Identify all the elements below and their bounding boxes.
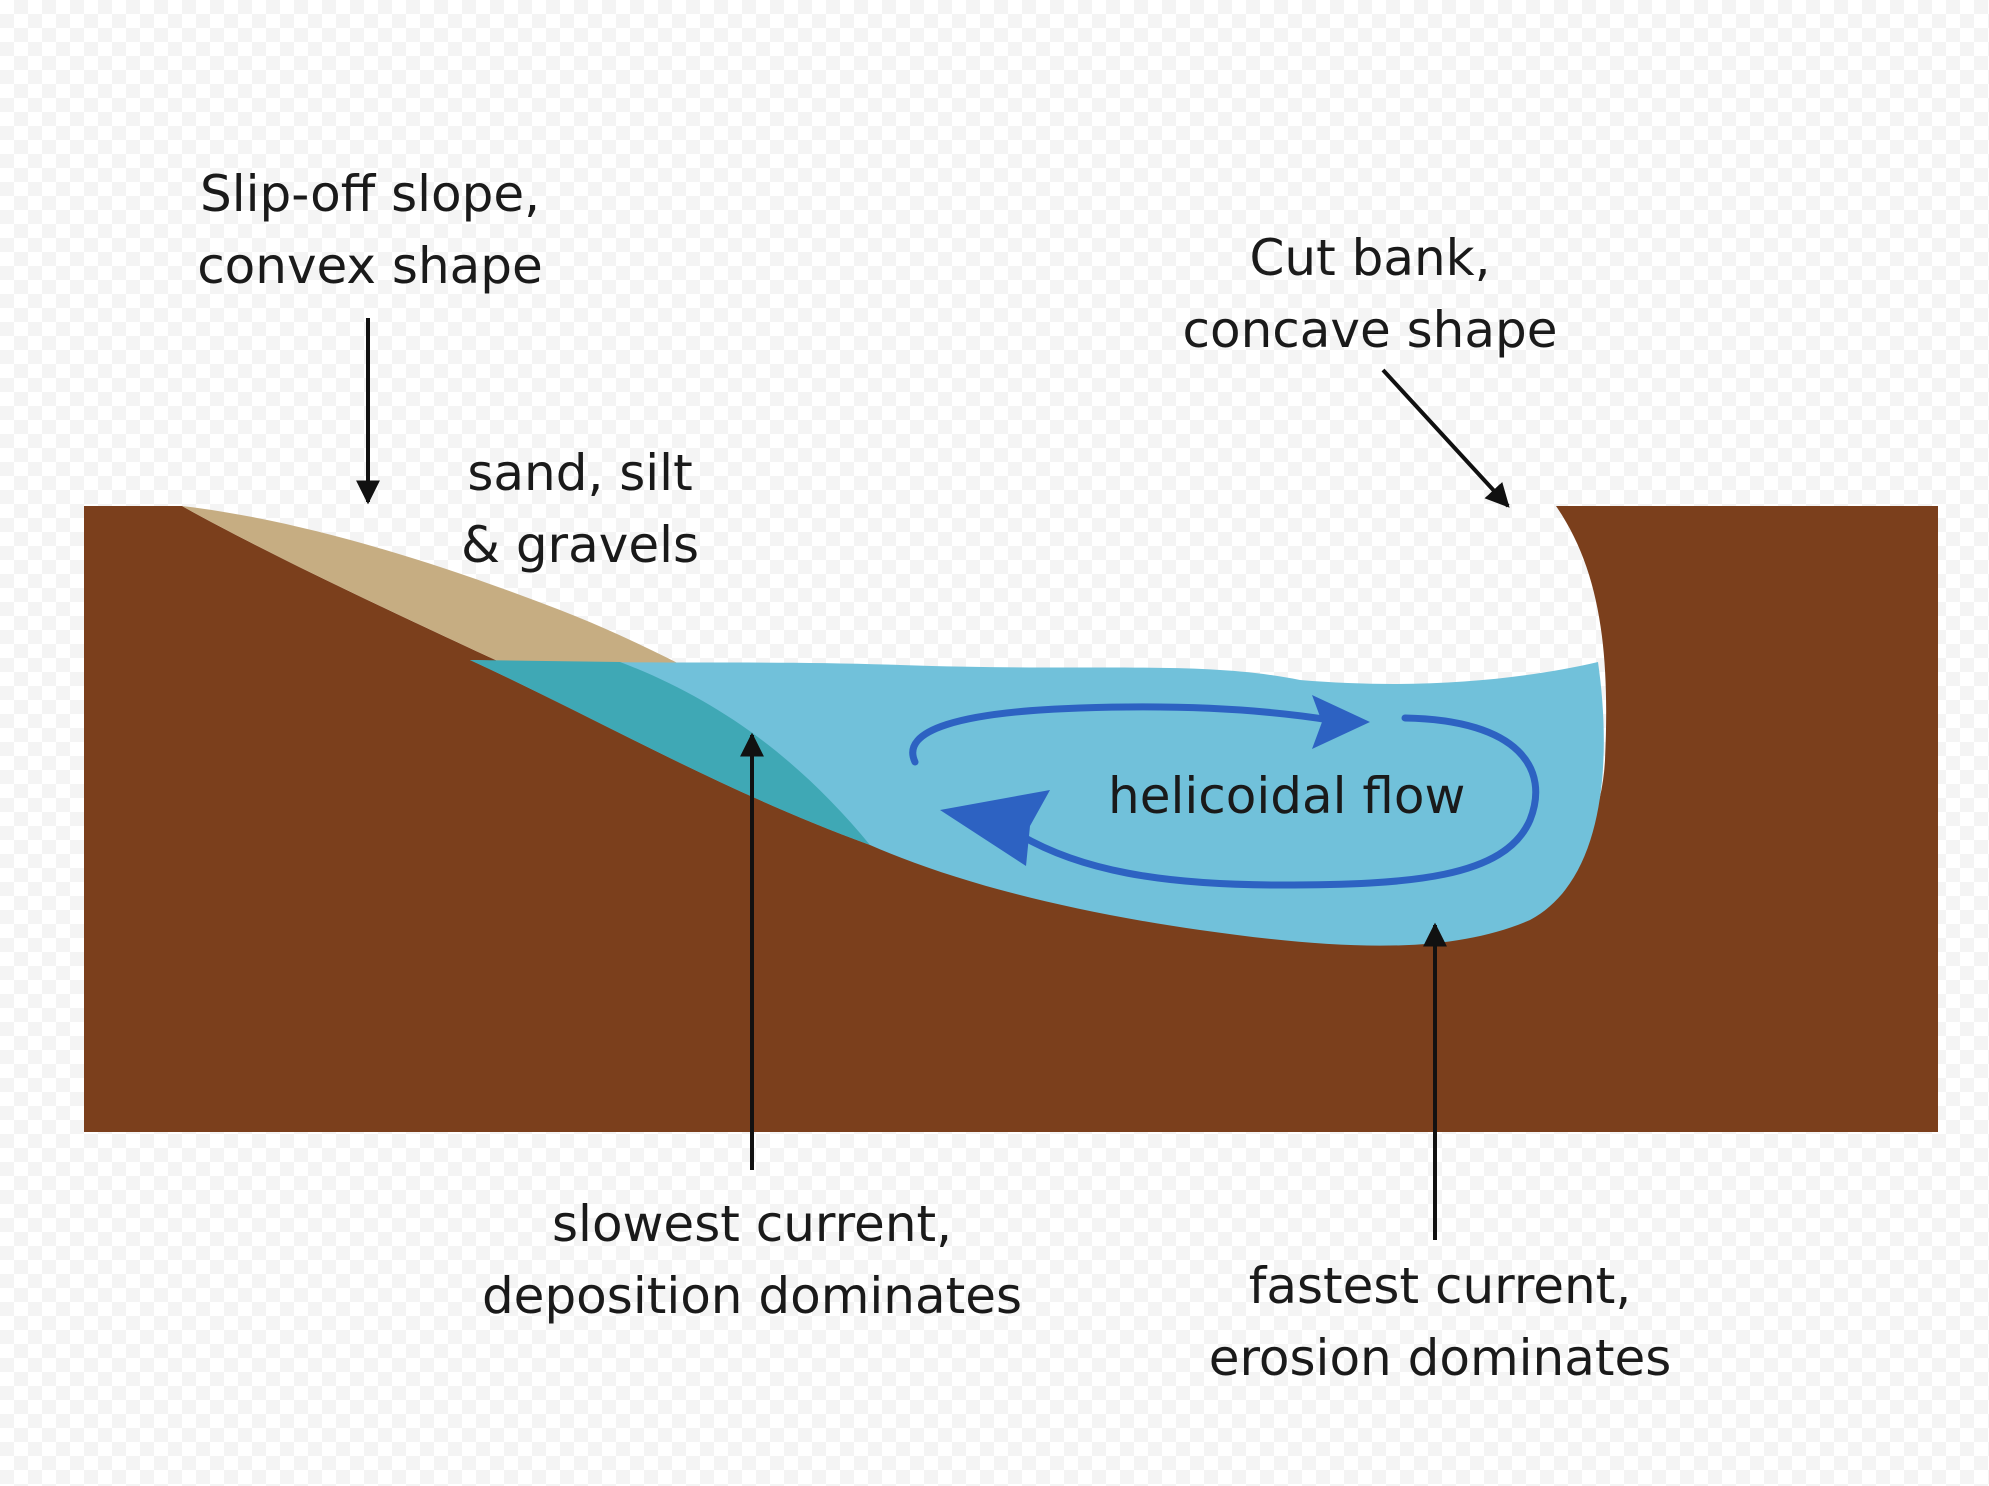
flow-arrowhead-right-icon bbox=[1312, 695, 1370, 749]
helicoidal-flow-arrows bbox=[909, 695, 1540, 889]
fastest-label-line1: fastest current, bbox=[1248, 1257, 1632, 1315]
slip-off-slope-label: Slip-off slope, convex shape bbox=[160, 158, 580, 302]
cut-bank-label-line1: Cut bank, bbox=[1249, 229, 1491, 287]
slowest-label-line1: slowest current, bbox=[552, 1195, 952, 1253]
helicoidal-flow-label: helicoidal flow bbox=[1108, 767, 1466, 825]
slip-off-label-line1: Slip-off slope, bbox=[199, 165, 541, 223]
cut-bank-pointer-arrow bbox=[1381, 368, 1510, 508]
slowest-current-label: slowest current, deposition dominates bbox=[462, 1188, 1042, 1332]
ground-bank bbox=[84, 506, 1938, 1132]
cut-bank-label-line2: concave shape bbox=[1182, 301, 1558, 359]
fastest-label-line2: erosion dominates bbox=[1208, 1329, 1672, 1387]
slip-off-label-line2: convex shape bbox=[197, 237, 543, 295]
flow-arrow-return bbox=[1016, 714, 1540, 889]
sediment-label-line1: sand, silt bbox=[467, 444, 693, 502]
fastest-current-label: fastest current, erosion dominates bbox=[1180, 1250, 1700, 1394]
sediment-label-line2: & gravels bbox=[460, 516, 700, 574]
flow-arrow-surface bbox=[909, 703, 1334, 766]
cut-bank-label: Cut bank, concave shape bbox=[1170, 222, 1570, 366]
flow-arrowhead-left-icon bbox=[940, 790, 1050, 866]
shallow-water-zone bbox=[470, 660, 870, 845]
sediment-label: sand, silt & gravels bbox=[440, 437, 720, 581]
slowest-label-line2: deposition dominates bbox=[481, 1267, 1023, 1325]
